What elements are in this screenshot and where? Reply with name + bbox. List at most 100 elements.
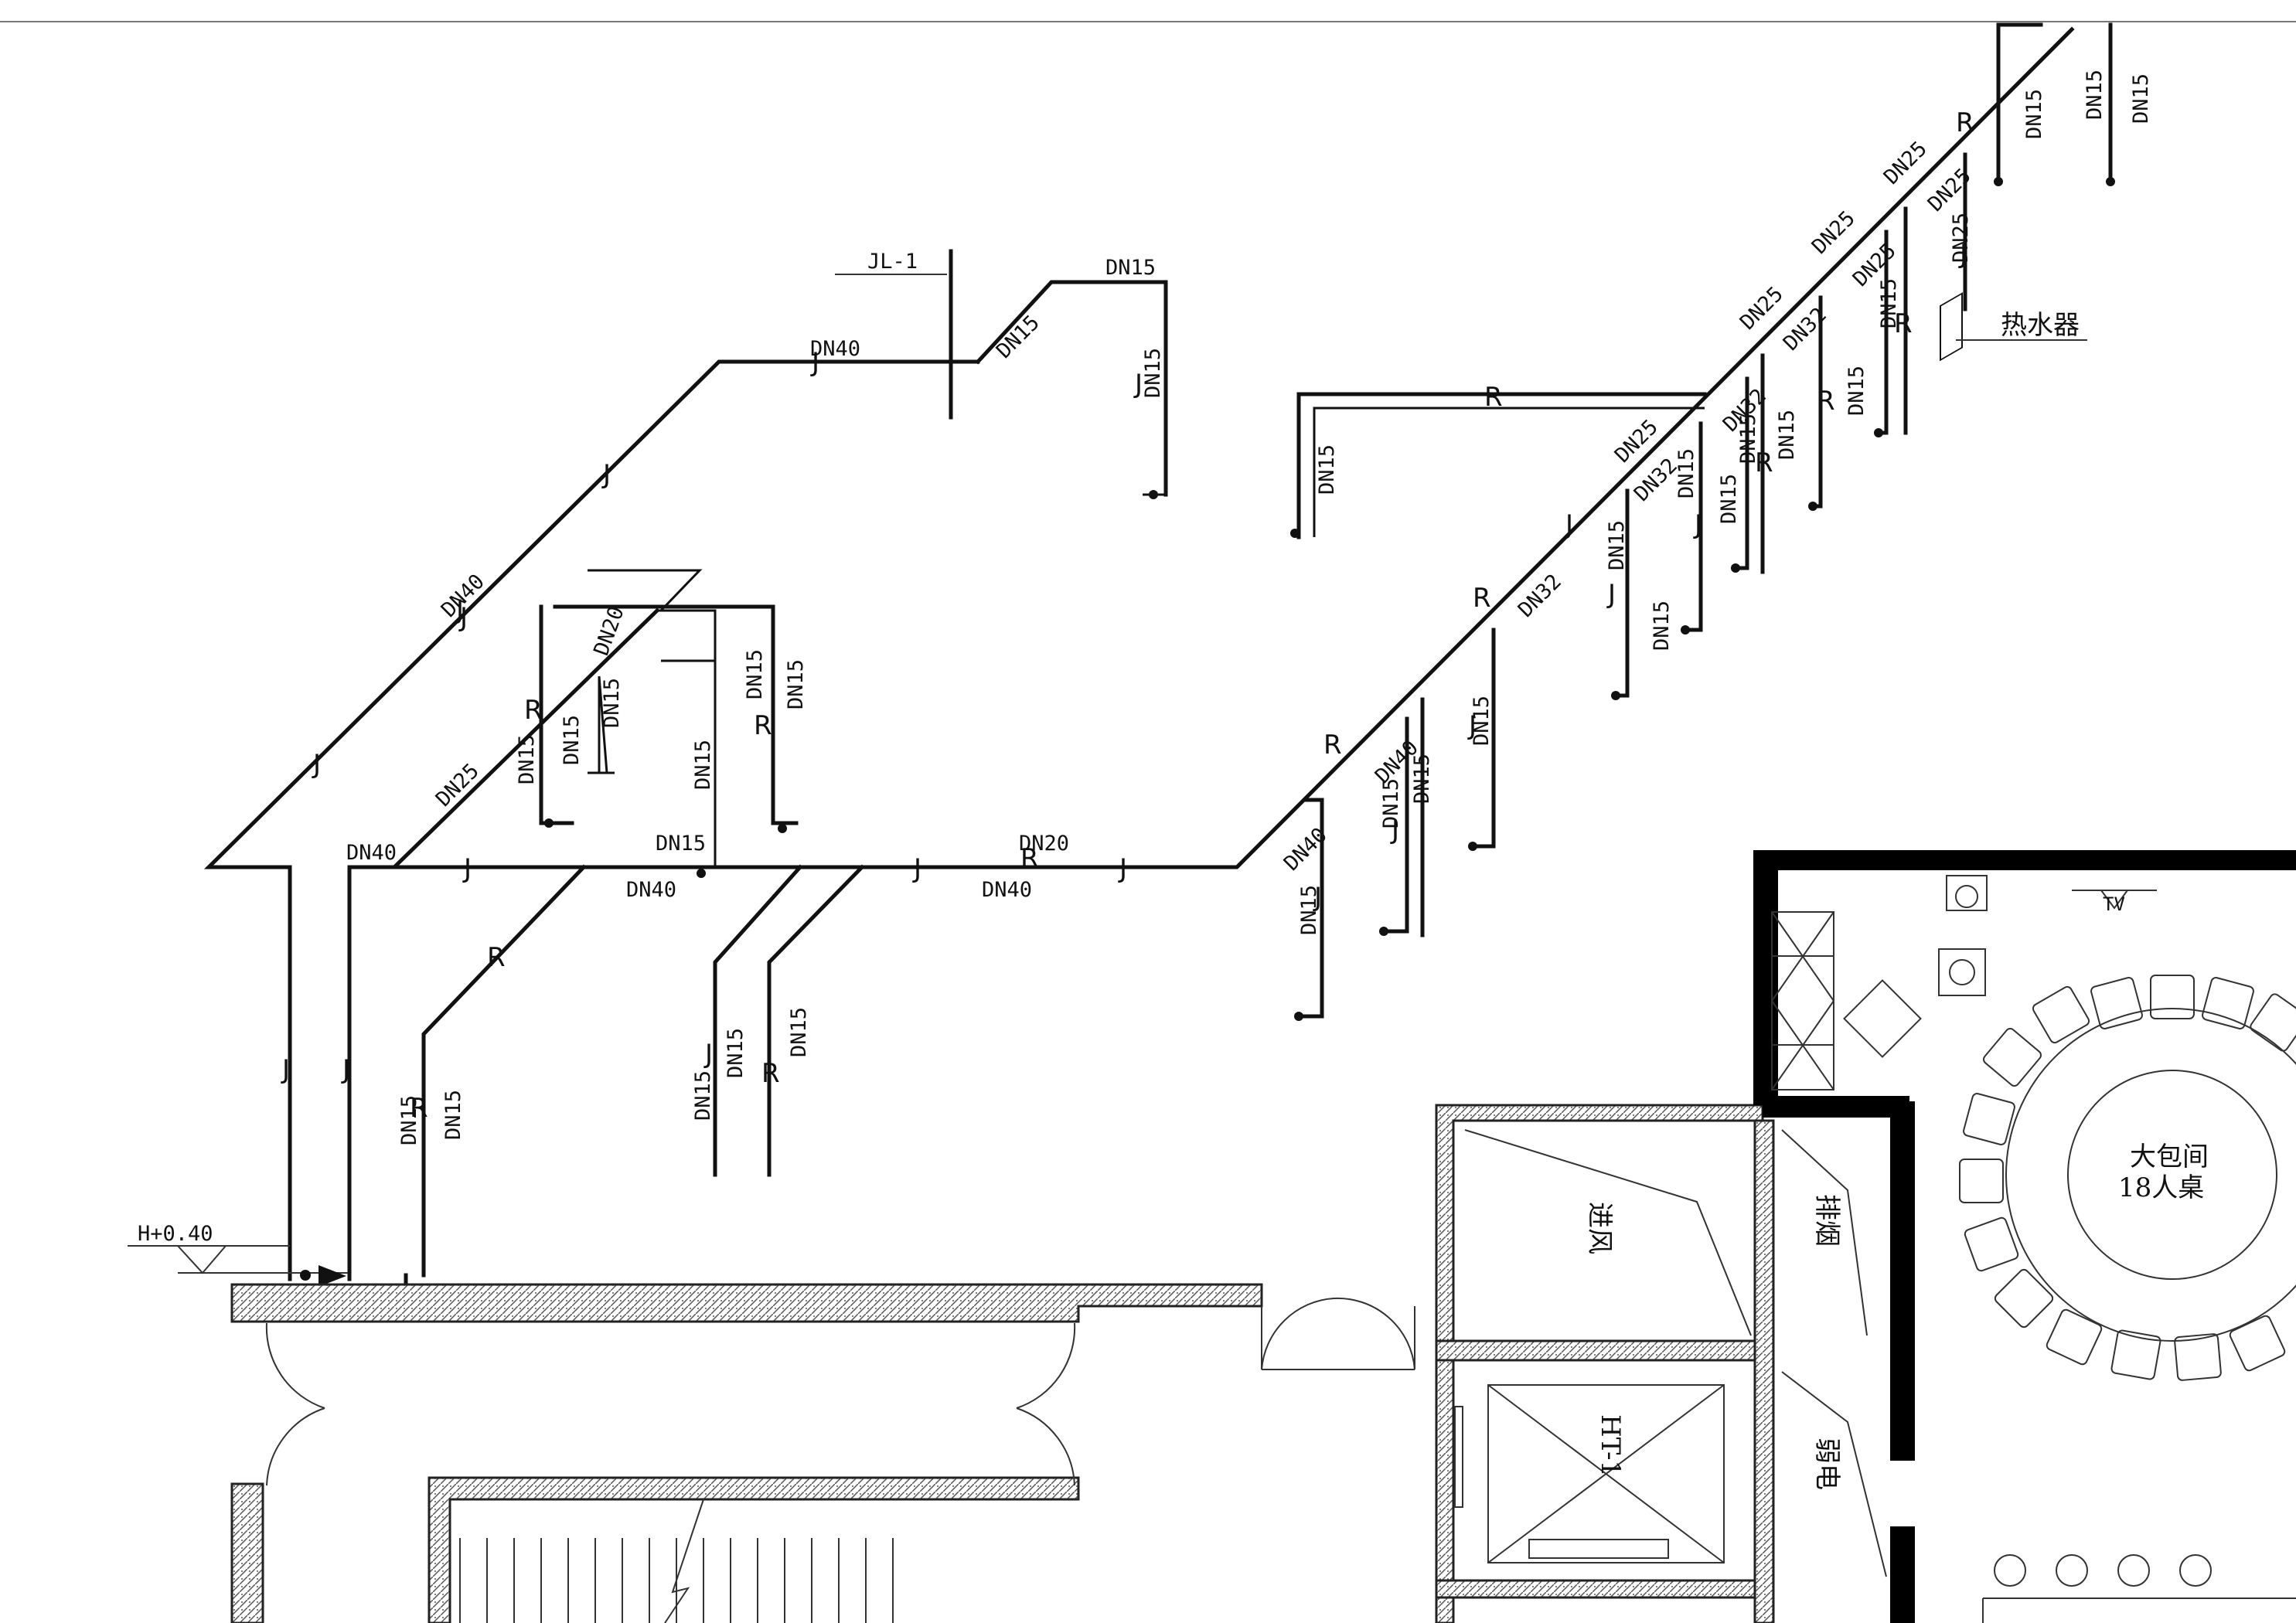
- hot-mark: R: [410, 1093, 428, 1124]
- label-dn40: DN40: [1279, 823, 1332, 876]
- cold-mark: J: [1313, 882, 1322, 913]
- cold-mark: J: [912, 853, 921, 884]
- label-dn15: DN15: [787, 1007, 811, 1057]
- label-dn15: DN15: [2129, 73, 2153, 124]
- label-dn32: DN32: [1779, 303, 1831, 356]
- water-heater: 热水器: [1940, 292, 2087, 362]
- hot-mark: R: [1817, 386, 1835, 417]
- label-dn15: DN15: [1736, 413, 1760, 464]
- dining-chairs: [1959, 975, 2296, 1381]
- water-heater-label: 热水器: [2001, 310, 2080, 341]
- label-dn40: DN40: [982, 878, 1032, 902]
- label-dn15: DN15: [2022, 89, 2046, 139]
- hot-mark: R: [1956, 107, 1974, 138]
- elevator-label: HT-1: [1595, 1414, 1626, 1477]
- weak-current-room-label: 弱电: [1811, 1438, 1842, 1490]
- label-dn15: DN15: [743, 649, 767, 699]
- doors: [265, 1297, 1415, 1486]
- cold-mark: J: [455, 594, 464, 625]
- label-dn40: DN40: [626, 878, 676, 902]
- label-dn15: DN15: [1379, 778, 1403, 829]
- label-dn15: DN15: [1315, 444, 1339, 495]
- label-dn25: DN25: [1736, 282, 1788, 335]
- label-dn15: DN15: [1141, 348, 1165, 398]
- riser-callout: JL-1: [835, 250, 947, 275]
- cold-mark: J: [1606, 579, 1616, 610]
- tv-label: TV: [2103, 893, 2125, 915]
- cold-mark: J: [1133, 369, 1143, 400]
- cold-mark: J: [1693, 509, 1702, 540]
- label-dn15: DN15: [1105, 256, 1156, 280]
- fresh-air-shaft-label: 进风: [1584, 1202, 1615, 1254]
- pipe-size-labels: DN40 DN40 DN40 DN40 DN40 DN40 DN40 DN32 …: [346, 70, 2153, 1145]
- hot-mark: R: [1020, 843, 1039, 874]
- cold-mark: J: [1390, 815, 1399, 846]
- label-dn15: DN15: [656, 832, 706, 856]
- cold-mark: J: [810, 347, 819, 378]
- label-dn15: DN15: [1410, 754, 1434, 804]
- label-dn15: DN15: [784, 659, 808, 709]
- cold-mark: J: [703, 1039, 713, 1070]
- label-dn15: DN15: [1605, 520, 1629, 570]
- shafts: 进风 排烟 弱电 HT-1: [1454, 1129, 1887, 1577]
- label-dn20: DN20: [1019, 832, 1069, 856]
- label-dn15: DN15: [691, 1070, 715, 1121]
- label-dn15: DN15: [1297, 885, 1321, 935]
- label-dn15: DN15: [1775, 410, 1799, 460]
- stairs: [459, 1499, 894, 1623]
- cold-mark: J: [1564, 509, 1573, 540]
- label-dn25: DN25: [1610, 415, 1663, 468]
- cold-water-main: [203, 26, 2075, 1281]
- hot-mark: R: [1473, 583, 1491, 614]
- hot-mark: R: [1323, 730, 1342, 760]
- right-branches: [1290, 22, 2115, 1021]
- label-dn15: DN15: [441, 1090, 465, 1140]
- label-dn15: DN15: [1650, 601, 1674, 651]
- label-dn25: DN25: [1879, 137, 1932, 189]
- label-dn15: DN15: [515, 734, 539, 784]
- cold-mark: J: [341, 1054, 350, 1085]
- label-dn15: DN15: [724, 1028, 748, 1078]
- hot-mark: R: [1755, 447, 1773, 478]
- private-dining-room: TV 大包间 18人桌: [1771, 875, 2296, 1623]
- label-dn40: DN40: [346, 841, 397, 865]
- hot-mark: R: [1894, 308, 1913, 339]
- label-dn15: DN15: [1470, 696, 1494, 746]
- label-dn15: DN15: [600, 678, 624, 728]
- label-dn15: DN15: [1877, 278, 1901, 328]
- riser-label: JL-1: [867, 250, 918, 274]
- hot-mark: R: [524, 695, 543, 726]
- hot-mark: R: [761, 1058, 780, 1089]
- label-dn15: DN15: [1674, 448, 1698, 498]
- cold-mark: J: [1958, 239, 1967, 270]
- label-dn15: DN15: [691, 740, 715, 790]
- hot-mark: R: [487, 942, 506, 973]
- cold-mark: J: [281, 1054, 290, 1085]
- label-dn15: DN15: [397, 1095, 421, 1145]
- cold-mark: J: [458, 602, 468, 633]
- label-dn25: DN25: [1949, 213, 1973, 263]
- level-label: H+0.40: [138, 1222, 213, 1246]
- service-marks: J J J J J J J J J J J J J J J J J J J R …: [281, 107, 1974, 1124]
- hot-mark: R: [754, 710, 772, 741]
- hot-mark: R: [1484, 382, 1503, 413]
- smoke-exhaust-shaft-label: 排烟: [1811, 1194, 1842, 1247]
- cold-mark: J: [1118, 853, 1127, 884]
- label-dn15: DN15: [560, 715, 584, 765]
- label-dn15: DN15: [1717, 474, 1741, 524]
- label-dn20: DN20: [589, 604, 629, 659]
- label-dn32: DN32: [1514, 570, 1566, 622]
- label-dn15: DN15: [1845, 366, 1868, 416]
- hot-water-left-cluster: [404, 569, 865, 1289]
- private-room-name: 大包间: [2130, 1142, 2209, 1172]
- private-room-capacity: 18人桌: [2118, 1172, 2204, 1203]
- cold-mark: J: [1467, 710, 1477, 741]
- cold-mark: J: [601, 459, 611, 490]
- cold-mark: J: [312, 749, 321, 780]
- label-dn15: DN15: [2083, 70, 2107, 120]
- label-dn40: DN40: [810, 337, 860, 361]
- building-walls: [230, 850, 2296, 1623]
- cold-mark: J: [462, 853, 472, 884]
- level-marker: H+0.40: [128, 1222, 348, 1287]
